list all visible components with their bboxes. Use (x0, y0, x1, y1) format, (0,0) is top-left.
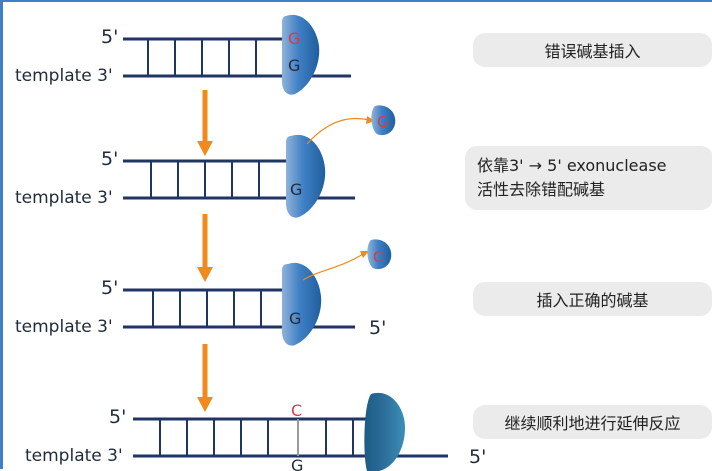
step-3-template-label: template 3' (15, 317, 113, 337)
step-4-five-prime-label: 5' (109, 406, 126, 428)
step-2-five-prime-label: 5' (101, 148, 118, 170)
step-3-incoming-base: C (373, 248, 383, 266)
step-4-description: 继续顺利地进行延伸反应 (473, 405, 712, 439)
step-arrow-3 (197, 344, 213, 412)
step-2-template-label: template 3' (15, 188, 113, 208)
step-2-excision-arrow (306, 117, 370, 145)
step-4-template-end-label: 5' (469, 446, 486, 468)
step-2-bottom-base: G (290, 180, 302, 199)
step-4-base-pairs (159, 419, 354, 456)
step-4-dna: 5' template 3' C G 5' (25, 392, 486, 471)
step-3-bottom-base: G (289, 309, 301, 328)
step-3-insertion-arrow (302, 253, 364, 281)
proofreading-diagram: 5' template 3' G G 5' template 3' (15, 14, 486, 471)
step-2-dna: 5' template 3' G G (15, 105, 396, 218)
step-arrow-1 (197, 90, 213, 156)
step-1-description: 错误碱基插入 (473, 33, 712, 67)
step-1-polymerase (281, 14, 320, 95)
step-4-top-base: C (291, 401, 302, 420)
step-1-bottom-base: G (288, 56, 300, 75)
step-3-five-prime-label: 5' (101, 277, 118, 299)
step-4-polymerase (364, 392, 405, 471)
step-2-base-pairs (150, 161, 260, 198)
step-1-five-prime-label: 5' (101, 26, 118, 48)
step-3-polymerase (281, 262, 322, 346)
step-2-description: 依靠3' → 5' exonuclease 活性去除错配碱基 (465, 146, 712, 210)
step-1-dna: 5' template 3' G G (15, 14, 351, 95)
step-3-base-pairs (152, 290, 262, 327)
step-1-top-base: G (288, 29, 300, 48)
step-1-template-label: template 3' (15, 66, 113, 86)
step-2-removed-base: G (377, 113, 389, 131)
step-3-template-end-label: 5' (369, 317, 386, 339)
step-3-dna: 5' template 3' G 5' C (15, 239, 392, 346)
step-1-base-pairs (147, 39, 257, 76)
step-4-template-label: template 3' (25, 446, 123, 466)
step-3-description: 插入正确的碱基 (473, 282, 712, 316)
step-4-bottom-base: G (291, 456, 303, 471)
step-2-removed-nucleotide (371, 105, 396, 136)
step-3-incoming-nucleotide (367, 239, 392, 270)
step-arrow-2 (197, 214, 213, 282)
step-2-polymerase (285, 134, 326, 218)
